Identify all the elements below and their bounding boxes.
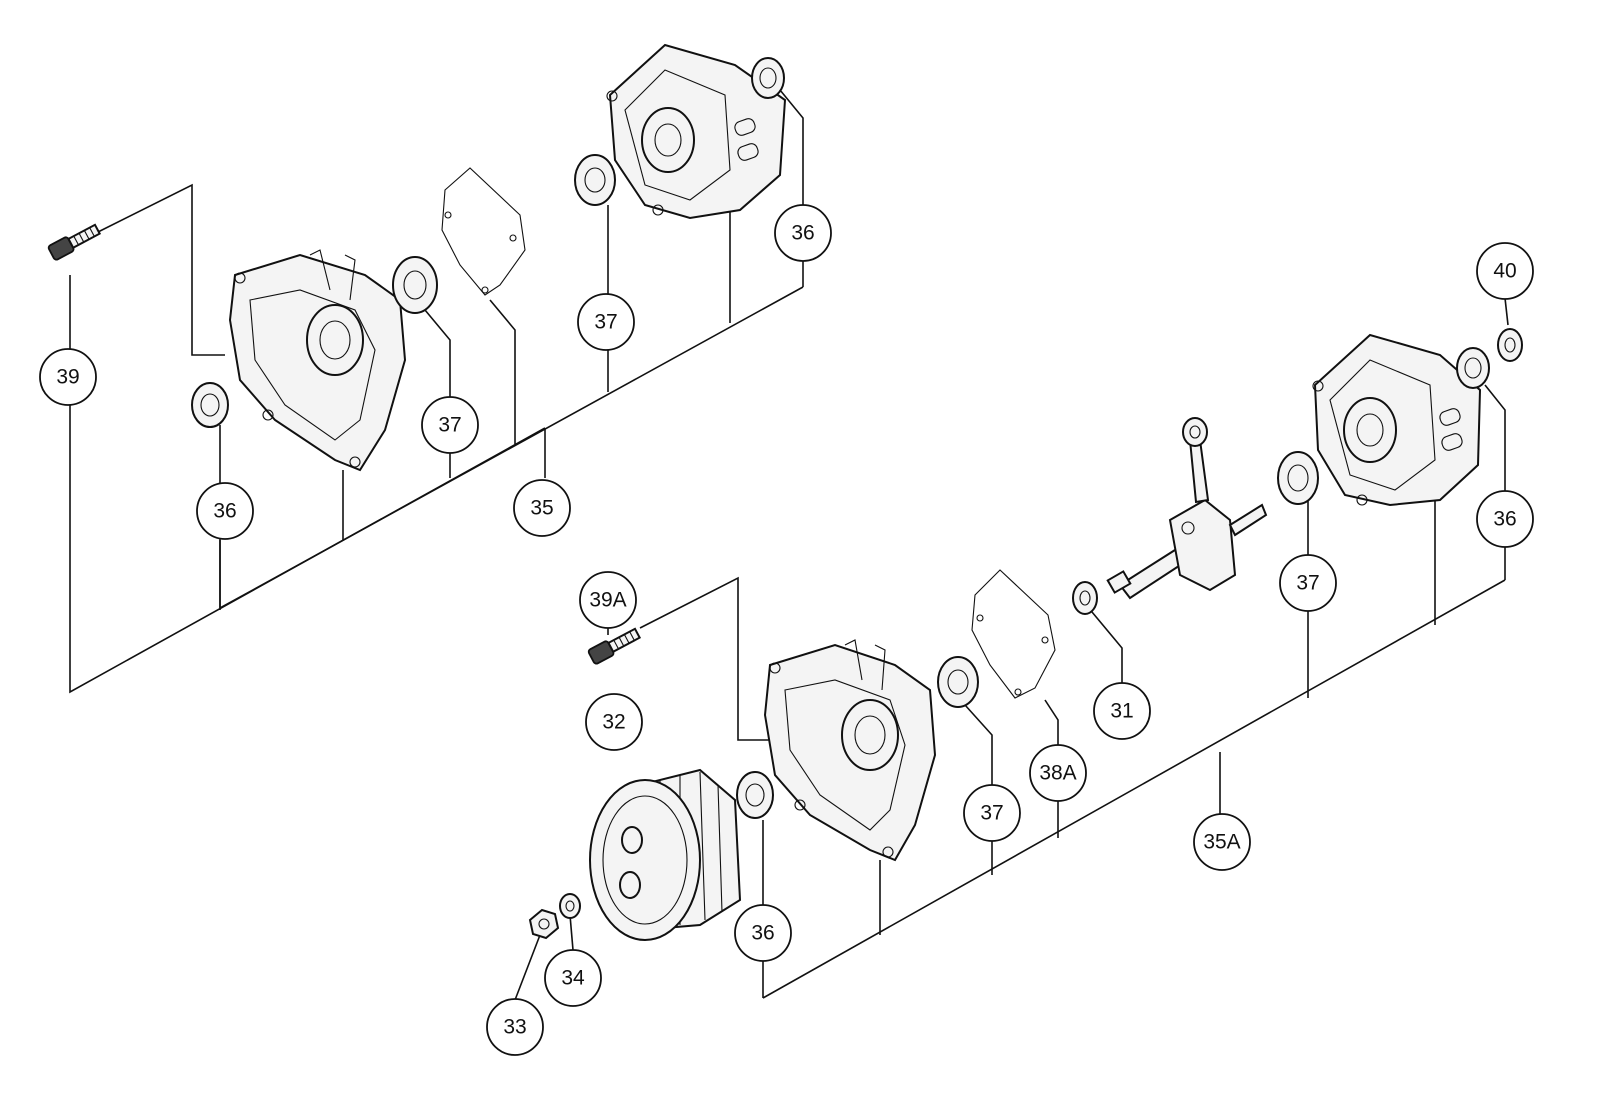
gasket-38a — [971, 569, 1056, 699]
oil-seal-37-left — [392, 256, 438, 314]
leader-36-right — [1484, 384, 1506, 492]
leader-screw-39a — [639, 576, 770, 741]
crankshaft — [1106, 417, 1268, 600]
callout-31: 31 — [1093, 682, 1151, 740]
callout-36-right-label: 36 — [1493, 508, 1516, 531]
callout-36-right: 36 — [1476, 490, 1534, 548]
baseline-bottom — [762, 579, 1506, 999]
leader-gasket-top — [489, 299, 516, 444]
callout-39a: 39A — [579, 571, 637, 629]
bearing-36-right — [1456, 347, 1490, 389]
callout-37-top-mid-label: 37 — [594, 311, 617, 334]
callout-39a-label: 39A — [589, 589, 626, 612]
callout-37-bottom: 37 — [963, 784, 1021, 842]
crankcase-half-left-bottom — [763, 639, 937, 862]
callout-37-top-left: 37 — [421, 396, 479, 454]
callout-32: 32 — [585, 693, 643, 751]
callout-35a-label: 35A — [1203, 831, 1240, 854]
leader-33 — [514, 934, 541, 1001]
callout-36-bottom-label: 36 — [751, 922, 774, 945]
callout-31-label: 31 — [1110, 700, 1133, 723]
crankcase-half-left-top — [228, 249, 407, 472]
callout-37-top-left-label: 37 — [438, 414, 461, 437]
callout-36-top-left-label: 36 — [213, 500, 236, 523]
leader-37-bottom — [964, 704, 993, 785]
callout-36-top-right-label: 36 — [791, 222, 814, 245]
callout-39: 39 — [39, 348, 97, 406]
callout-38a: 38A — [1029, 744, 1087, 802]
oil-seal-37-bottom — [937, 656, 979, 708]
oil-seal-37-right — [1277, 451, 1319, 505]
bearing-36-top — [751, 57, 785, 99]
callout-37-right-label: 37 — [1296, 572, 1319, 595]
top-assembly — [47, 43, 804, 694]
callout-40-label: 40 — [1493, 260, 1516, 283]
callout-32-label: 32 — [602, 711, 625, 734]
leader-34 — [569, 914, 574, 951]
bottom-assembly — [514, 297, 1523, 1001]
callout-34-label: 34 — [561, 967, 585, 990]
callout-37-bottom-label: 37 — [980, 802, 1003, 825]
callout-36-top-left: 36 — [196, 482, 254, 540]
callout-39-label: 39 — [56, 366, 79, 389]
leader-39 — [69, 400, 546, 694]
bearing-36-bottom — [736, 771, 774, 819]
leader-36-top — [779, 89, 804, 205]
callout-35: 35 — [513, 479, 571, 537]
washer-40 — [1497, 328, 1523, 362]
callout-37-top-mid: 37 — [577, 293, 635, 351]
leader-screw-39 — [97, 183, 225, 356]
crankcase-half-right-top — [606, 43, 787, 220]
gasket-top — [441, 167, 526, 296]
callout-33: 33 — [486, 998, 544, 1056]
leader-38a — [1044, 699, 1059, 745]
leader-37-left — [424, 309, 451, 398]
flywheel-32 — [589, 768, 742, 941]
callout-38a-label: 38A — [1039, 762, 1076, 785]
callout-36-bottom: 36 — [734, 904, 792, 962]
callout-35-label: 35 — [530, 497, 553, 520]
callout-36-top-right: 36 — [774, 204, 832, 262]
nut-33 — [528, 908, 560, 940]
callout-37-right: 37 — [1279, 554, 1337, 612]
callout-35a: 35A — [1193, 813, 1251, 871]
callout-33-label: 33 — [503, 1016, 526, 1039]
washer-31 — [1072, 581, 1098, 615]
washer-34 — [559, 893, 581, 919]
baseline-top — [219, 286, 804, 609]
oil-seal-37-top — [574, 154, 616, 206]
screw-39 — [47, 223, 102, 261]
leader-40 — [1504, 297, 1509, 326]
crankcase-half-right-bottom — [1312, 333, 1482, 507]
screw-39a — [587, 627, 642, 665]
callout-40: 40 — [1476, 242, 1534, 300]
callout-34: 34 — [544, 949, 602, 1007]
bearing-36-left — [191, 382, 229, 428]
leader-31 — [1091, 611, 1123, 683]
